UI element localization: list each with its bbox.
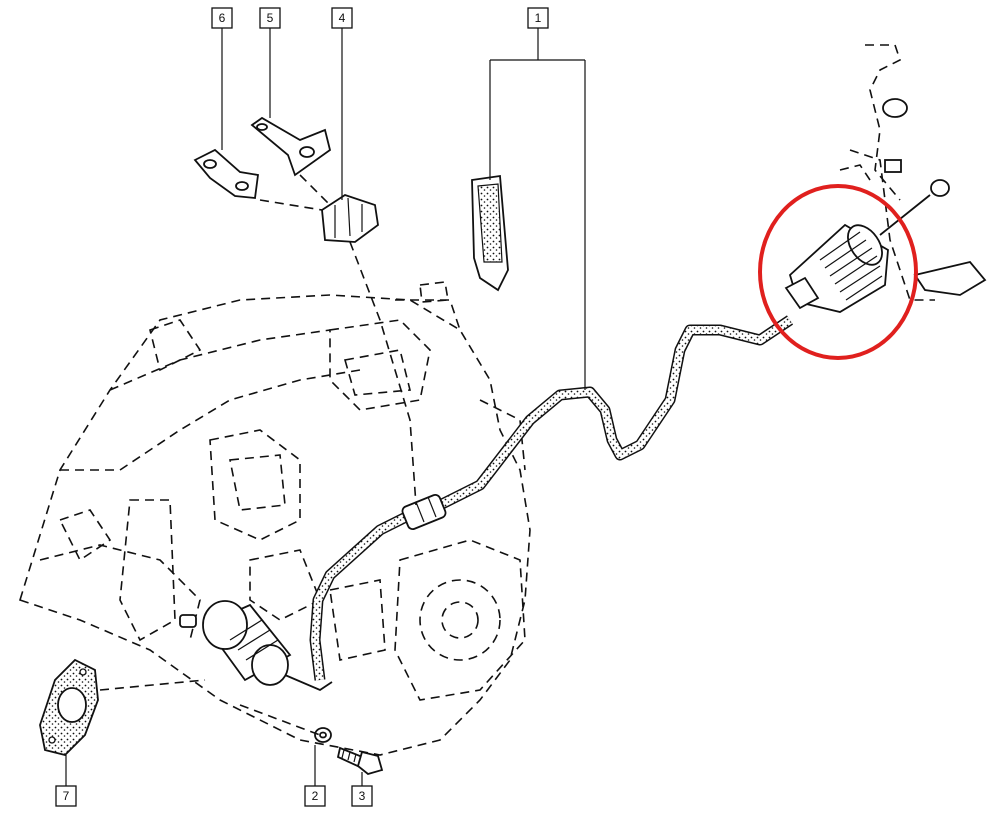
callout-5: 5	[259, 7, 281, 29]
hydraulic-hose	[309, 315, 794, 681]
callout-1: 1	[527, 7, 549, 29]
bracket-part-5	[250, 116, 332, 177]
svg-text:1: 1	[535, 11, 542, 25]
pedal-assembly	[839, 44, 987, 301]
gearbox-housing	[19, 281, 531, 756]
callout-7: 7	[55, 785, 77, 807]
clip-part-1	[471, 174, 509, 292]
callout-4: 4	[331, 7, 353, 29]
svg-text:6: 6	[219, 11, 226, 25]
svg-text:4: 4	[339, 11, 346, 25]
hose-coupling	[401, 493, 447, 531]
highlight-circle	[758, 184, 918, 360]
assembly-leaders	[99, 174, 417, 736]
slave-cylinder	[179, 600, 333, 692]
callout-2: 2	[304, 785, 326, 807]
clip-part-4	[321, 194, 379, 243]
callout-leaders	[65, 28, 586, 786]
washer-part-2	[314, 727, 332, 743]
gasket-part-7	[39, 658, 99, 756]
svg-text:2: 2	[312, 789, 319, 803]
callout-3: 3	[351, 785, 373, 807]
svg-text:3: 3	[359, 789, 366, 803]
bolt-part-3	[336, 746, 384, 775]
svg-text:7: 7	[63, 789, 70, 803]
callout-6: 6	[211, 7, 233, 29]
bracket-part-6	[193, 148, 260, 199]
svg-text:5: 5	[267, 11, 274, 25]
master-cylinder	[784, 179, 950, 313]
